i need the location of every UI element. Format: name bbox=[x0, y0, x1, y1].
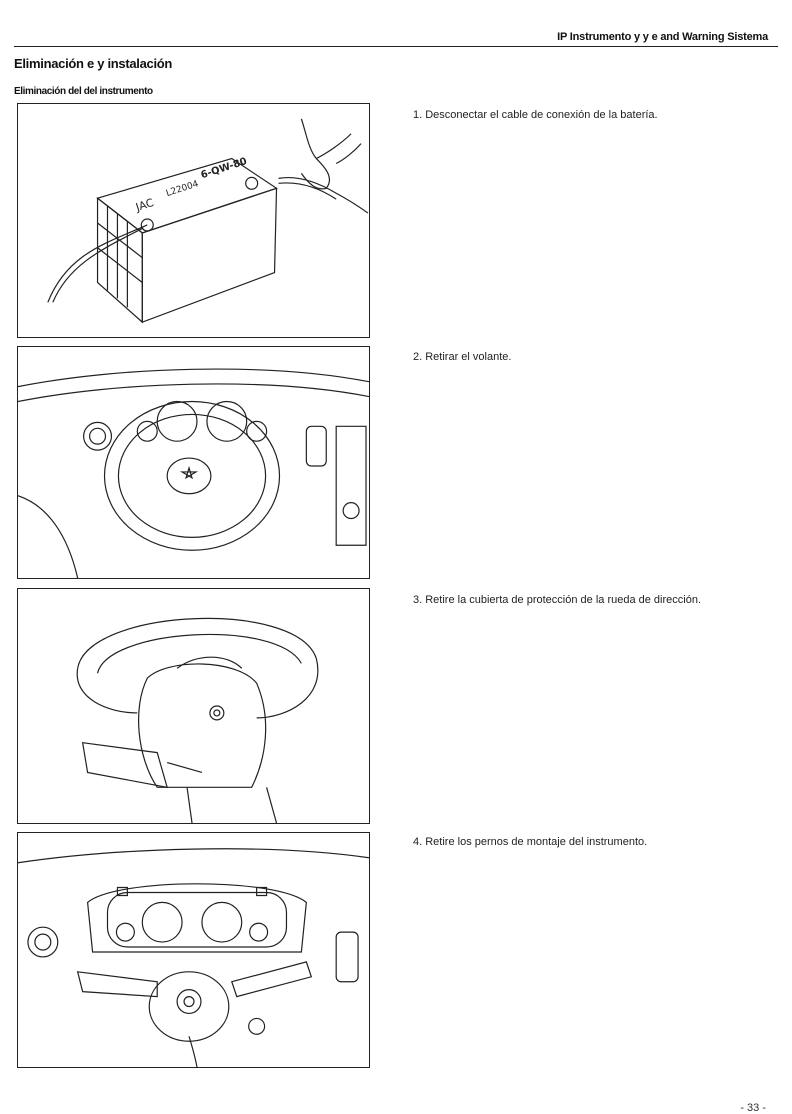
step-1-text: 1. Desconectar el cable de conexión de l… bbox=[413, 109, 658, 121]
battery-brand-label: JAC bbox=[133, 196, 155, 214]
cluster-illustration bbox=[18, 833, 369, 1067]
battery-type-label: 6-QW-80 bbox=[199, 156, 248, 181]
wheel-cover-illustration bbox=[18, 589, 369, 823]
figure-steering-wheel bbox=[17, 346, 370, 579]
battery-illustration: L22004 6-QW-80 JAC bbox=[18, 104, 369, 337]
section-title: Eliminación e y instalación bbox=[14, 56, 173, 71]
dashboard-illustration bbox=[18, 347, 369, 578]
step-3-text: 3. Retire la cubierta de protección de l… bbox=[413, 594, 702, 606]
figure-battery-disconnect: L22004 6-QW-80 JAC bbox=[17, 103, 370, 338]
page-number: - 33 - bbox=[740, 1102, 766, 1114]
section-subtitle: Eliminación del del instrumento bbox=[14, 86, 153, 97]
step-2-text: 2. Retirar el volante. bbox=[413, 351, 512, 363]
page-header-title: IP Instrumento y y e and Warning Sistema bbox=[557, 31, 768, 43]
figure-instrument-cluster bbox=[17, 832, 370, 1068]
step-4-text: 4. Retire los pernos de montaje del inst… bbox=[413, 836, 648, 848]
figure-wheel-cover bbox=[17, 588, 370, 824]
battery-model-label: L22004 bbox=[165, 179, 200, 199]
header-divider bbox=[14, 46, 778, 47]
